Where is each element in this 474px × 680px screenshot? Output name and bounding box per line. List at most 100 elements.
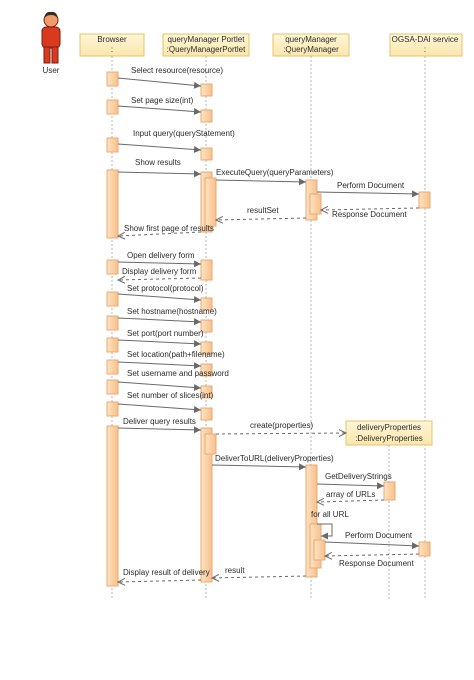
lifeline-name-browser: Browser [97,35,127,44]
self-message-arrow [317,523,333,540]
activation-portlet [200,427,213,583]
activations [106,71,431,587]
message-label: Deliver query results [123,417,196,426]
message-arrow [324,541,420,550]
message-arrow [117,381,202,391]
activation-browser [106,71,119,87]
activation-browser [106,401,119,417]
activation-browser [106,425,119,587]
activation-browser [106,169,119,239]
message-arrow [117,426,202,434]
message-label: Set hostname(hostname) [127,307,217,316]
activation-browser [106,291,119,307]
message-label: Response Document [332,210,407,219]
message-arrow [316,482,385,490]
message-label: Show results [135,158,181,167]
message-arrow [117,260,202,268]
message-arrow [317,500,385,502]
activation-querymanager [309,193,322,215]
message-label: for all URL [311,510,349,519]
message-arrow [117,339,202,348]
message-label: Response Document [339,559,414,568]
message-arrow [117,293,202,303]
activation-querymanager [305,464,318,578]
created-object-name: deliveryProperties [357,423,421,432]
activation-deliveryproperties [383,481,396,501]
activation-portlet [200,319,213,333]
lifeline-name-querymanager-portlet: queryManager Portlet [168,35,246,44]
message-label: create(properties) [250,421,313,430]
message-arrow [211,463,307,471]
message-arrow [118,231,202,236]
activation-portlet [200,83,213,97]
activation-browser [106,337,119,353]
message-label: Show first page of results [124,224,214,233]
message-arrow [117,170,202,178]
activation-browser [106,259,119,275]
actor-hair-icon [44,11,58,19]
message-arrow [117,105,202,115]
message-arrow [118,580,202,582]
message-arrow [215,433,346,434]
lifeline-head-ogsa-dai-service [389,33,463,57]
message-label: Display result of delivery [123,568,210,577]
message-arrow [216,218,307,220]
message-label: Set username and password [127,369,229,378]
message-arrow [215,178,307,186]
activation-browser [106,315,119,331]
message-label: ExecuteQuery(queryParameters) [216,168,334,177]
message-arrow [117,143,202,153]
activation-portlet [200,147,213,161]
activation-browser [106,99,119,115]
messages [117,77,420,582]
actor-label: User [43,66,60,75]
message-arrow [212,576,307,578]
message-label: Set location(path+filename) [127,350,225,359]
activation-portlet [200,259,213,281]
message-label: Perform Document [337,181,405,190]
lifeline-type-querymanager: :QueryManager [283,45,339,54]
lifeline-type-browser: : [111,45,113,54]
activation-browser [106,359,119,375]
message-arrow [117,361,202,370]
activation-ogsa-dai [418,191,431,209]
message-arrow [117,77,202,89]
message-label: result [225,566,245,575]
created-object-deliveryproperties: deliveryProperties :DeliveryProperties [345,420,433,600]
lifeline-type-ogsa-dai-service: : [424,45,426,54]
message-arrow [118,278,202,280]
activation-portlet [200,297,213,311]
activation-ogsa-dai [418,541,431,557]
message-arrow [325,554,420,556]
user-actor: User [41,11,61,75]
actor-right-leg-icon [51,46,59,64]
actor-body-icon [41,26,61,49]
message-label: DeliverToURL(deliveryProperties) [215,454,334,463]
activation-querymanager [313,539,326,561]
message-label: Set port(port number) [127,329,204,338]
message-label: resultSet [247,206,279,215]
lifeline-type-querymanager-portlet: :QueryManagerPortlet [167,45,246,54]
message-label: Set page size(int) [131,96,194,105]
actor-left-leg-icon [43,46,51,64]
activation-portlet [200,109,213,123]
activation-browser [106,137,119,153]
message-arrow [321,208,420,210]
lifeline-name-ogsa-dai-service: OGSA-DAI service [392,35,459,44]
activation-browser [106,379,119,395]
message-label: GetDeliveryStrings [325,472,392,481]
message-label: Set number of slices(int) [127,391,214,400]
lifeline-ogsa-dai-service: OGSA-DAI service : [389,33,463,600]
message-arrow [117,403,202,413]
message-label: Perform Document [345,531,413,540]
activation-portlet [204,177,217,227]
message-arrow [117,317,202,326]
lifeline-name-querymanager: queryManager [285,35,337,44]
activation-portlet [200,363,213,377]
message-label: Open delivery form [127,251,195,260]
activation-portlet [200,341,213,355]
message-label: Select resource(resource) [131,66,223,75]
message-labels: Select resource(resource) Set page size(… [122,66,414,577]
message-label: Input query(queryStatement) [133,129,235,138]
